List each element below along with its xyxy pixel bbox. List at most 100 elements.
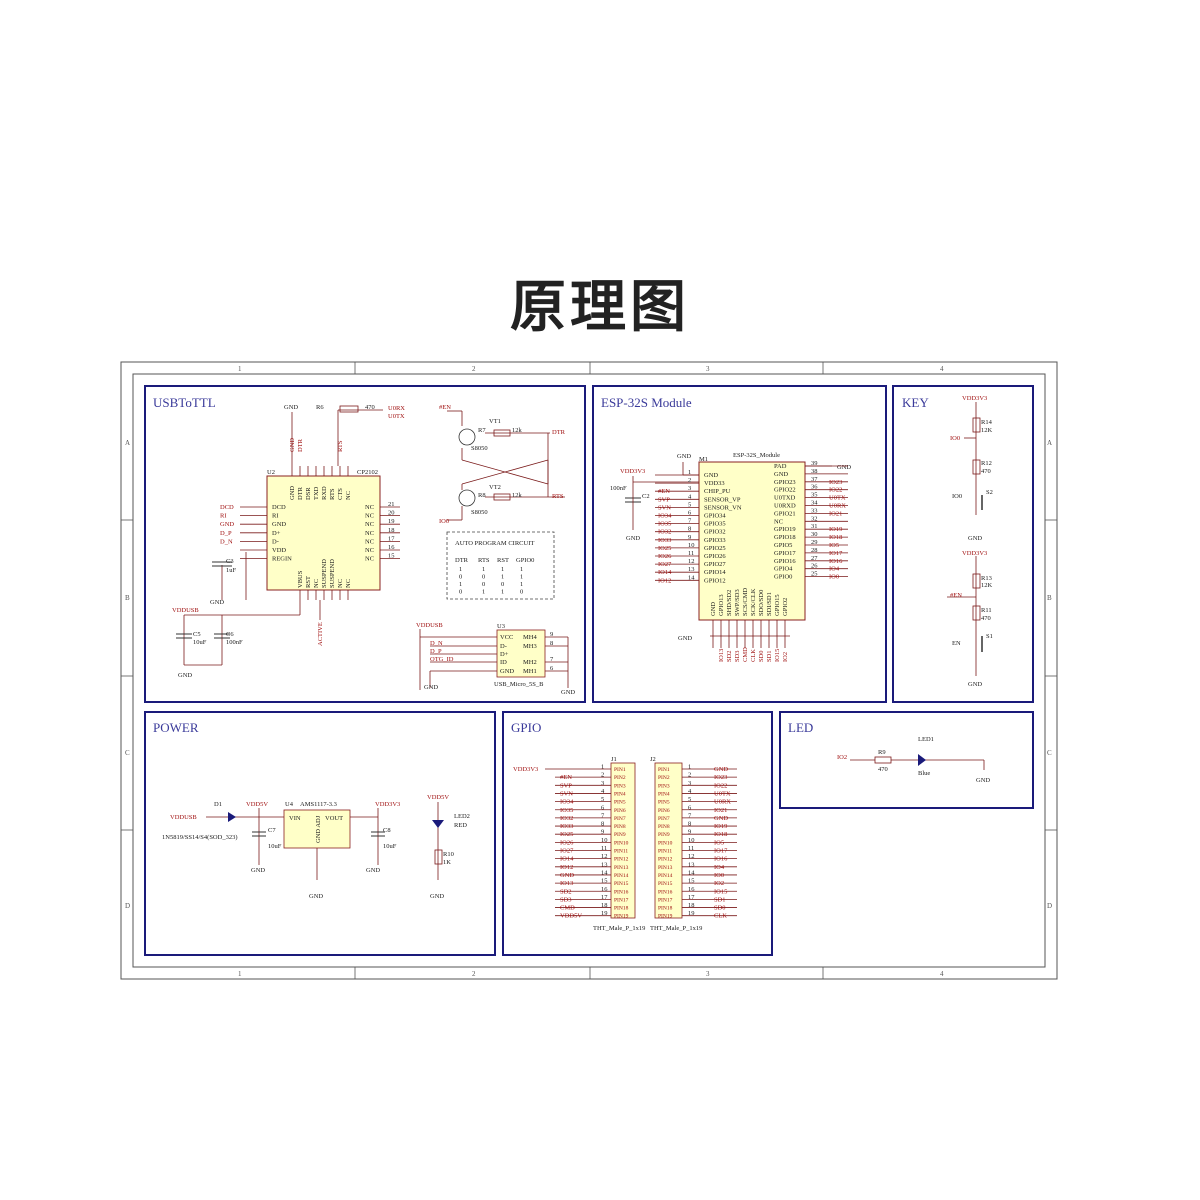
- cp2102-top-pin: TXD: [313, 486, 320, 500]
- cp2102-right-pin: NC: [365, 538, 374, 545]
- j1-pin-label: PIN6: [614, 808, 626, 814]
- j2-pin-label: PIN6: [658, 808, 670, 814]
- esp32-right-pin-num: 34: [811, 500, 818, 507]
- u3-net: OTG_ID: [430, 656, 454, 663]
- auto-table-cell: 0: [459, 589, 462, 596]
- esp32-right-pin-num: 25: [811, 571, 818, 578]
- j2-pin-num: 2: [688, 772, 691, 779]
- c7-gnd: GND: [251, 867, 265, 874]
- c2-gnd: GND: [626, 535, 640, 542]
- power-vdd5v-net: VDD5V: [246, 801, 268, 808]
- cp2102-top-pin: DSR: [305, 487, 312, 500]
- rts-net: RTS: [552, 493, 564, 500]
- auto-table-cell: 1: [520, 566, 523, 573]
- j2-pin-num: 7: [688, 812, 692, 819]
- io0-net: IO0: [439, 518, 449, 525]
- u3-gnd-right: GND: [561, 689, 575, 696]
- cp2102-chip: U2 CP2102: [266, 469, 381, 591]
- esp32-right-pin: GPIO21: [774, 510, 796, 517]
- r13-value: 12K: [981, 582, 993, 589]
- r10-resistor: [434, 849, 443, 865]
- j2-pin-label: PIN12: [658, 857, 673, 863]
- j1-pin-label: PIN9: [614, 832, 626, 838]
- esp32-left-pin-num: 6: [688, 510, 692, 517]
- u3-net: D_P: [430, 648, 442, 655]
- esp32-right-pin: GPIO4: [774, 566, 793, 573]
- usbtottl-gnd-bottom: GND: [178, 672, 192, 679]
- cp2102-top-net: RTS: [337, 440, 344, 452]
- c3-value: 1uF: [226, 567, 237, 574]
- u3-pin-num: 9: [550, 631, 553, 638]
- vt1-type: S8050: [471, 445, 488, 452]
- esp32-bottom-pin: GPIO13: [718, 594, 725, 616]
- sheet-outer-border: [120, 361, 1058, 980]
- esp32-left-net: IO12: [658, 577, 671, 584]
- cp2102-top-pin: RTS: [329, 488, 336, 500]
- c7-value: 10uF: [268, 843, 282, 850]
- key-en-net: #EN: [950, 592, 962, 599]
- j2-pin-num: 15: [688, 878, 695, 885]
- esp32-right-net: IO18: [829, 534, 842, 541]
- j2-pin-label: PIN19: [658, 914, 673, 920]
- j2-net: IO2: [714, 880, 724, 887]
- j1-net: IO12: [560, 864, 573, 871]
- j1-pin-num: 3: [601, 780, 604, 787]
- esp32-right-net: IO17: [829, 550, 843, 557]
- j1-net: IO25: [560, 831, 573, 838]
- esp32-right-pin-num: 38: [811, 468, 818, 475]
- c3-gnd: GND: [210, 599, 224, 606]
- j2-pin-num: 3: [688, 780, 691, 787]
- cp2102-ref: U2: [267, 469, 275, 476]
- cp2102-right-pin: NC: [365, 547, 374, 554]
- esp32-left-pin-num: 9: [688, 534, 691, 541]
- esp32-bottom-pin: SWP/SD3: [734, 589, 741, 616]
- j1-pin-num: 16: [601, 886, 608, 893]
- esp32-left-pin-num: 14: [688, 574, 695, 581]
- j2-pin-label: PIN15: [658, 881, 673, 887]
- j2-net: U0RX: [714, 799, 731, 806]
- auto-table-cell: 1: [501, 589, 504, 596]
- esp32-left-pin-num: 12: [688, 558, 695, 565]
- power-title: POWER: [153, 720, 199, 735]
- j1-pin-num: 17: [601, 894, 608, 901]
- auto-program-box: [446, 531, 555, 600]
- c5-value: 10uF: [193, 639, 207, 646]
- j1-pin-label: PIN18: [614, 906, 629, 912]
- j2-net: IO15: [714, 888, 727, 895]
- j2-pin-label: PIN13: [658, 865, 673, 871]
- u3-left-pin: D+: [500, 651, 509, 658]
- j1-pin-num: 2: [601, 772, 604, 779]
- esp32-bottom-net: SD2: [726, 650, 733, 662]
- j2-net: IO17: [714, 848, 728, 855]
- auto-table-cell: 1: [501, 574, 504, 581]
- esp32-right-net: IO16: [829, 558, 843, 565]
- esp32-right-net: IO21: [829, 510, 842, 517]
- j1-net: VDD5V: [560, 913, 582, 920]
- border-col-label-top: 4: [940, 365, 944, 373]
- esp32-left-pin-num: 13: [688, 566, 695, 573]
- r13-resistor: [972, 573, 981, 589]
- r8-value: 12k: [512, 492, 523, 499]
- j2-pin-num: 12: [688, 853, 695, 860]
- vt2-type: S8050: [471, 509, 488, 516]
- j2-pin-label: PIN14: [658, 873, 673, 879]
- auto-table-cell: 1: [482, 566, 485, 573]
- j2-pin-num: 19: [688, 910, 695, 917]
- j2-net: IO4: [714, 864, 725, 871]
- u3-left-pin: ID: [500, 659, 507, 666]
- j1-pin-label: PIN8: [614, 824, 626, 830]
- j1-pin-label: PIN7: [614, 816, 626, 822]
- j1-net: IO13: [560, 880, 573, 887]
- cp2102-left-pin: VDD: [272, 547, 286, 554]
- c8-value: 10uF: [383, 843, 397, 850]
- usbtottl-panel: [144, 385, 586, 703]
- u0rx-net: U0RX: [388, 405, 405, 412]
- j2-net: CLK: [714, 913, 727, 920]
- j1-pin-num: 19: [601, 910, 608, 917]
- j1-pin-num: 5: [601, 796, 604, 803]
- j1-ref: J1: [611, 756, 617, 763]
- j1-pin-label: PIN1: [614, 767, 626, 773]
- cp2102-left-pin: D+: [272, 530, 281, 537]
- j2-pin-label: PIN8: [658, 824, 670, 830]
